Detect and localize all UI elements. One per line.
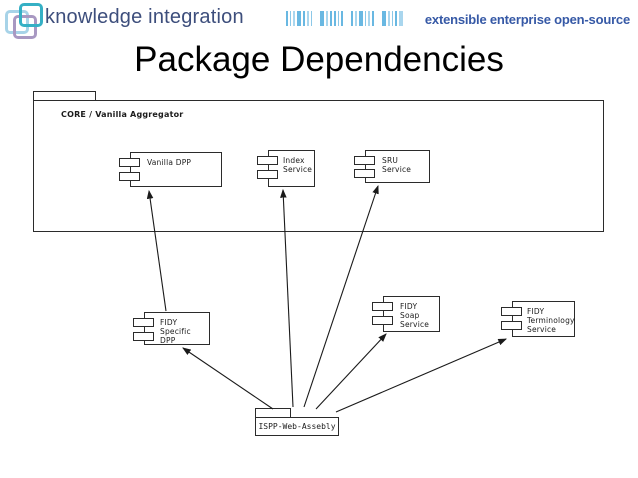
component-port-icon	[354, 169, 375, 178]
component-label: FIDY Specific DPP	[160, 318, 191, 345]
component-vanilla-dpp: Vanilla DPP	[119, 152, 222, 187]
logo-square-teal-icon	[19, 3, 43, 27]
component-port-icon	[133, 318, 154, 327]
component-label: FIDY Soap Service	[400, 302, 430, 329]
component-label: Index Service	[283, 156, 313, 174]
component-port-icon	[257, 156, 278, 165]
slide-title: Package Dependencies	[134, 40, 504, 79]
dependency-arrow-ispp-to-soap	[315, 333, 387, 410]
component-port-icon	[119, 158, 140, 167]
header-bar: knowledge integration extensible enterpr…	[0, 0, 638, 39]
component-index-service: Index Service	[257, 150, 315, 187]
component-port-icon	[354, 156, 375, 165]
component-fidy-terminology-service: FIDY Terminology Service	[501, 301, 575, 337]
component-port-icon	[372, 302, 393, 311]
logo-square-purple-icon	[13, 15, 37, 39]
dependency-arrow-ispp-to-fidydpp	[182, 347, 274, 410]
barcode-icon	[286, 11, 405, 26]
component-label: Vanilla DPP	[147, 158, 192, 167]
component-fidy-soap-service: FIDY Soap Service	[372, 296, 440, 332]
knowledge-integration-logo-icon	[5, 2, 43, 39]
brand-name: knowledge integration	[45, 6, 244, 28]
core-package-label: CORE / Vanilla Aggregator	[61, 110, 184, 119]
component-sru-service: SRU Service	[354, 150, 430, 183]
logo-square-lightblue-icon	[5, 10, 29, 34]
ispp-package: ISPP-Web-Assebly	[255, 417, 339, 436]
component-label: FIDY Terminology Service	[527, 307, 575, 334]
component-port-icon	[501, 321, 522, 330]
component-port-icon	[501, 307, 522, 316]
component-port-icon	[119, 172, 140, 181]
dependency-arrow-ispp-to-terminology	[335, 338, 508, 413]
component-fidy-specific-dpp: FIDY Specific DPP	[133, 312, 210, 345]
component-label: SRU Service	[382, 156, 412, 174]
component-port-icon	[257, 170, 278, 179]
component-port-icon	[372, 316, 393, 325]
ispp-package-label: ISPP-Web-Assebly	[258, 422, 336, 431]
brand-tagline: extensible enterprise open-source	[424, 12, 630, 27]
component-port-icon	[133, 332, 154, 341]
